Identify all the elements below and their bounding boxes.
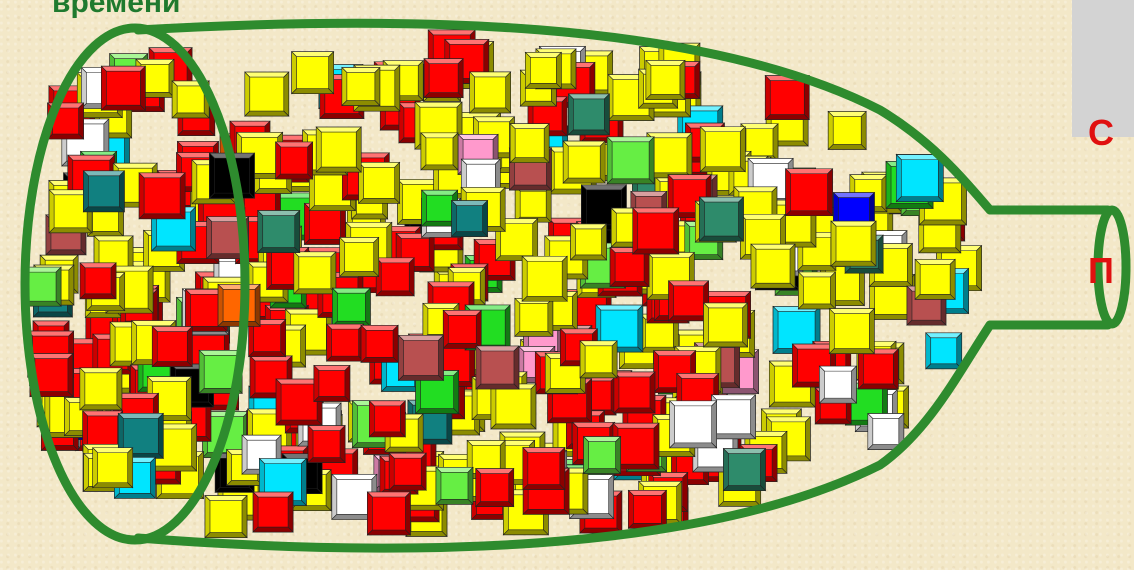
block-red (253, 492, 293, 532)
block-brown (398, 335, 443, 380)
block-yellow (831, 221, 876, 266)
block-sea (723, 449, 765, 491)
block-red (786, 169, 833, 216)
block-teal (452, 201, 488, 237)
block-red (614, 372, 655, 413)
block-red (314, 365, 350, 401)
block-cyan (896, 155, 943, 202)
block-yellow (646, 60, 685, 99)
side-text-line-2: П (1088, 248, 1114, 294)
block-yellow (93, 448, 133, 488)
block-red (276, 142, 313, 179)
blocks-layer (22, 30, 982, 538)
block-sea (568, 94, 609, 135)
block-yellow (359, 162, 400, 203)
block-red (523, 448, 565, 490)
block-yellow (292, 52, 334, 94)
block-red (633, 208, 679, 254)
block-red (669, 281, 709, 321)
block-red (367, 492, 410, 535)
block-red (858, 349, 898, 389)
block-red (376, 258, 414, 296)
block-red (369, 401, 405, 437)
block-yellow (470, 72, 511, 113)
block-yellow (205, 496, 247, 538)
block-red (443, 310, 481, 348)
block-sea (699, 197, 743, 241)
block-yellow (294, 252, 336, 294)
block-yellow (563, 141, 605, 183)
block-yellow (491, 384, 536, 429)
block-teal (83, 171, 124, 212)
side-text-line-1: С (1088, 110, 1114, 156)
block-yellow (700, 127, 745, 172)
block-red (628, 490, 666, 528)
block-yellow (828, 111, 866, 149)
block-yellow (829, 309, 874, 354)
block-yellow (510, 124, 549, 163)
block-yellow (798, 272, 835, 309)
block-yellow (525, 52, 561, 88)
block-green (332, 288, 370, 326)
block-red (476, 469, 514, 507)
block-white (712, 395, 756, 439)
block-red (139, 173, 185, 219)
block-yellow (80, 368, 122, 410)
block-white (670, 401, 717, 448)
block-white (819, 366, 856, 403)
block-lime (436, 467, 473, 504)
block-yellow (245, 72, 289, 116)
block-yellow (571, 224, 607, 260)
block-yellow (915, 259, 955, 299)
block-cyan (926, 333, 962, 369)
block-brown (476, 346, 519, 389)
block-yellow (580, 341, 617, 378)
block-red (308, 426, 345, 463)
block-yellow (704, 303, 748, 347)
block-red (80, 263, 116, 299)
block-red (389, 453, 426, 490)
block-red (327, 324, 364, 361)
block-yellow (421, 133, 458, 170)
block-yellow (340, 237, 379, 276)
side-text: С П (1088, 18, 1114, 340)
block-red (152, 327, 192, 367)
block-yellow (316, 127, 361, 172)
block-sea (258, 211, 300, 253)
block-yellow (342, 68, 380, 106)
block-red (424, 59, 463, 98)
block-orange (218, 284, 260, 326)
block-lime (584, 437, 621, 474)
block-yellow (515, 186, 551, 222)
block-yellow (522, 256, 567, 301)
block-red (101, 66, 145, 110)
block-lime (607, 137, 654, 184)
block-yellow (515, 298, 553, 336)
block-yellow (751, 244, 795, 288)
block-red (361, 325, 398, 362)
